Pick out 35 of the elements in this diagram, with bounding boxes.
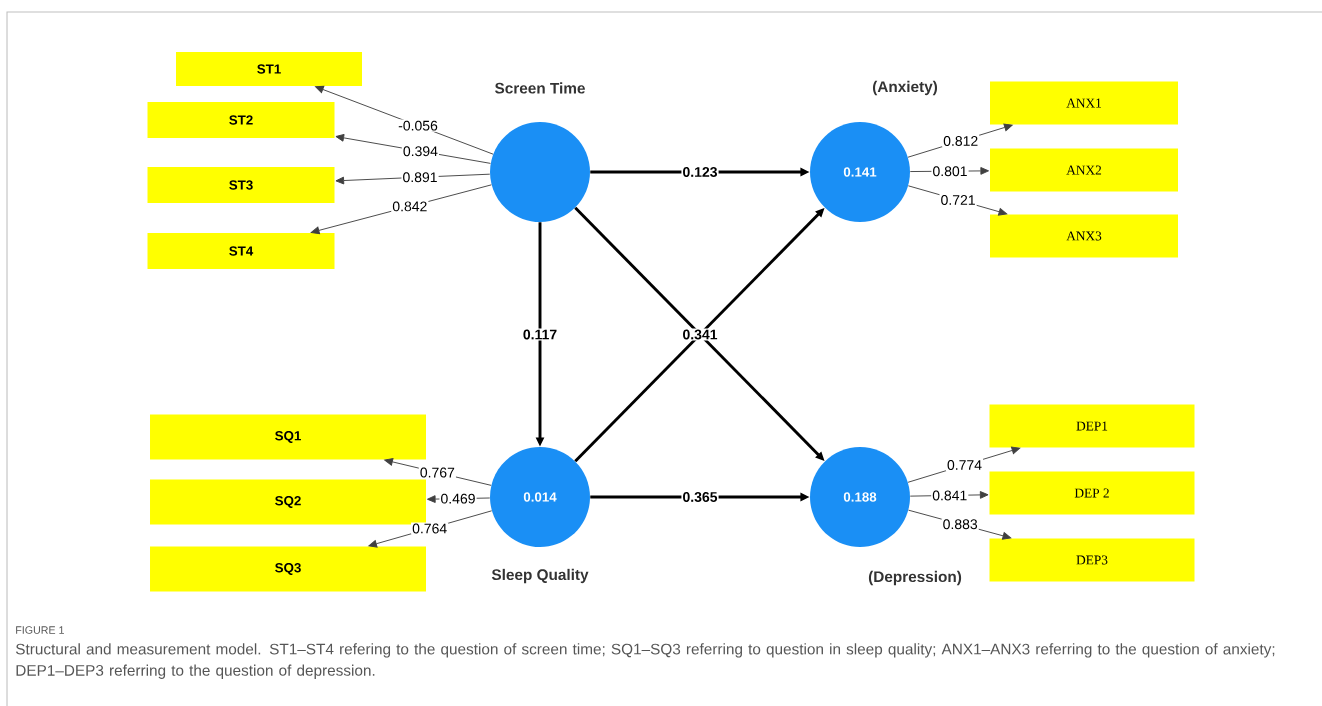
indicator-box: SQ1 — [150, 414, 426, 460]
indicator-box: ST4 — [147, 233, 335, 269]
edge-label: 0.842 — [391, 200, 429, 213]
edge-label: 0.123 — [681, 165, 719, 179]
edge-label: 0.841 — [931, 489, 969, 502]
edge-label: 0.801 — [931, 165, 969, 178]
indicator-box: DEP 2 — [989, 471, 1195, 515]
construct-label: (Anxiety) — [873, 80, 938, 96]
edge-label: 0.812 — [942, 134, 980, 147]
edge-label: 0.767 — [418, 466, 456, 479]
indicator-box: ST1 — [176, 52, 362, 86]
edge-label: 0.394 — [401, 145, 439, 158]
caption: Structural and measurement model. ST1–ST4 refering to the question of screen time; SQ1–SQ3 referring to question in sleep quality; ANX1–ANX3 referring to the question of anxiety; DEP1–DEP3 referring to the question of depression. — [15, 643, 1275, 679]
edge-label: 0.883 — [941, 518, 979, 531]
construct-label: Sleep Quality — [491, 568, 589, 584]
edge-label: 0.774 — [945, 459, 984, 472]
edge-label: 0.721 — [939, 194, 977, 207]
edge-label: 0.341 — [681, 328, 719, 341]
edge-label: 0.469 — [439, 492, 477, 505]
construct-label: (Depression) — [868, 570, 962, 586]
indicator-box: ANX1 — [990, 81, 1178, 125]
indicator-box: ANX3 — [990, 214, 1178, 258]
edge-label: 0.365 — [681, 490, 719, 504]
edge-label: 0.764 — [411, 522, 449, 535]
figure-number: FIGURE 1 — [16, 626, 64, 634]
edge-label: -0.056 — [397, 119, 439, 132]
edge-label: 0.891 — [401, 171, 439, 184]
indicator-box: DEP3 — [989, 538, 1195, 582]
indicator-box: DEP1 — [989, 404, 1195, 448]
indicator-box: ST3 — [147, 167, 335, 203]
construct-label: Screen Time — [495, 82, 585, 94]
indicator-box: SQ3 — [150, 546, 426, 592]
edge-label: 0.117 — [521, 328, 559, 341]
indicator-box: ANX2 — [990, 148, 1178, 192]
indicator-box: ST2 — [147, 102, 335, 138]
